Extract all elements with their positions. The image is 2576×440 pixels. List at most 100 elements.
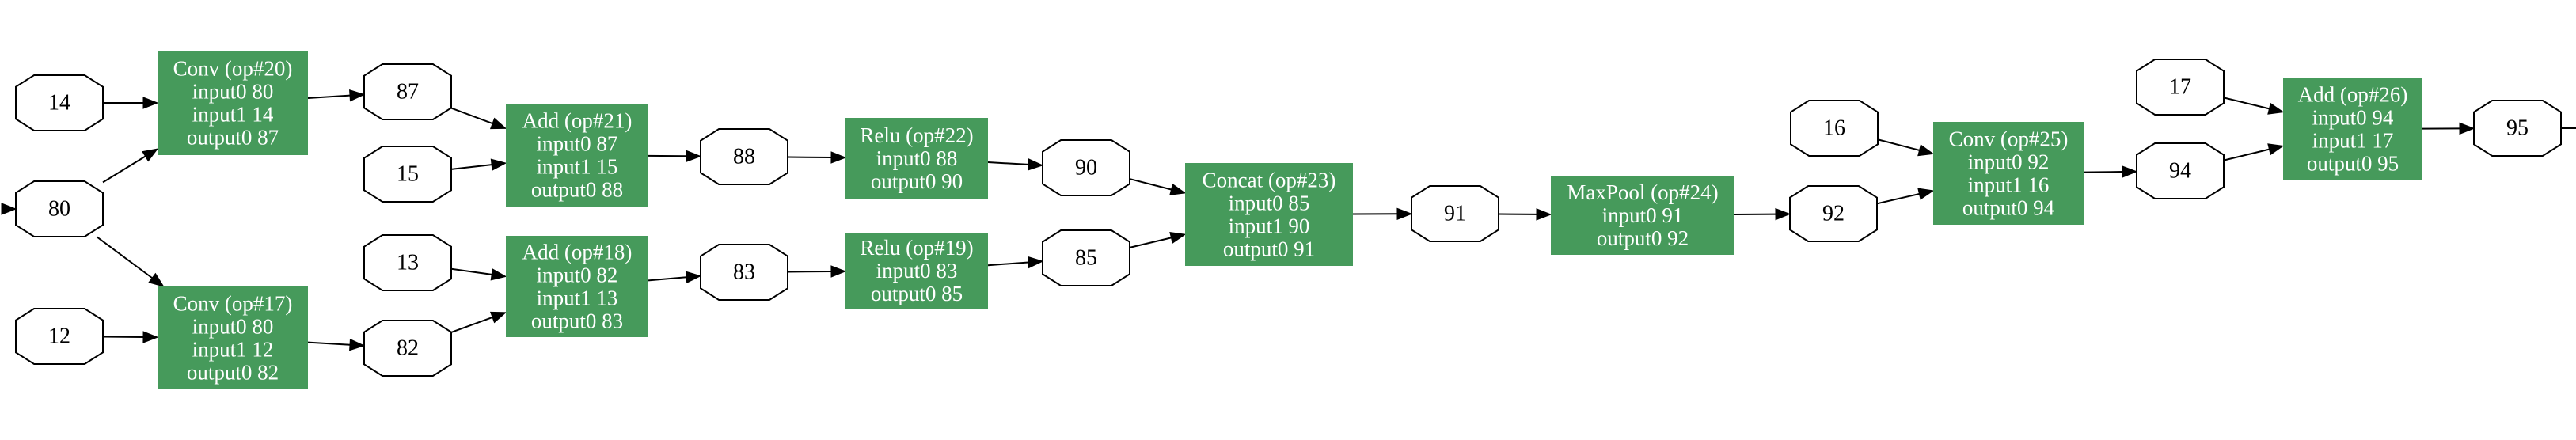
edge-t94-to-op26	[2223, 143, 2285, 161]
tensor-node-15[interactable]: 15	[363, 146, 452, 203]
edge-t92-to-op25	[1876, 188, 1935, 205]
edge-t82-to-op18	[450, 311, 507, 333]
tensor-node-80[interactable]: 80	[15, 180, 104, 237]
edge-op18-to-t83	[648, 271, 702, 283]
edge-line	[1129, 178, 1172, 191]
tensor-label: 13	[397, 251, 419, 275]
arrowhead	[349, 89, 366, 102]
op-port-label: output0 94	[1962, 196, 2055, 220]
op-port-label: output0 82	[187, 361, 279, 385]
op-port-label: input0 85	[1229, 192, 1310, 215]
tensor-node-87[interactable]: 87	[363, 63, 452, 120]
op-port-label: input0 80	[192, 80, 274, 104]
op-box	[506, 104, 648, 207]
tensor-label: 87	[397, 80, 419, 104]
tensor-octagon	[363, 146, 452, 203]
op-port-label: output0 95	[2307, 152, 2399, 176]
edge-line	[450, 164, 492, 170]
arrowhead	[142, 97, 159, 109]
arrowhead	[1169, 232, 1187, 245]
tensor-node-16[interactable]: 16	[1790, 100, 1879, 157]
op-title: Add (op#18)	[522, 241, 633, 264]
arrowhead	[1917, 144, 1935, 157]
tensor-node-12[interactable]: 12	[15, 308, 104, 365]
edge-line	[987, 161, 1029, 165]
tensor-node-85[interactable]: 85	[1042, 229, 1130, 286]
op-port-label: output0 85	[871, 282, 963, 305]
op-port-label: output0 90	[871, 169, 963, 193]
edge-op21-to-t88	[648, 150, 702, 163]
arrowhead	[2122, 165, 2138, 178]
tensor-label: 80	[48, 197, 70, 222]
tensor-octagon	[1789, 185, 1878, 242]
tensor-label: 91	[1444, 202, 1466, 226]
tensor-node-92[interactable]: 92	[1789, 185, 1878, 242]
tensor-node-82[interactable]: 82	[363, 320, 452, 377]
tensor-node-13[interactable]: 13	[363, 234, 452, 291]
arrowhead	[2267, 143, 2285, 156]
op-port-label: output0 92	[1597, 226, 1689, 250]
op-box	[1185, 163, 1353, 266]
op-port-label: output0 88	[531, 178, 623, 202]
edge-t88-to-op22	[787, 151, 847, 164]
op-port-label: input0 92	[1968, 150, 2050, 174]
op-box	[1933, 122, 2084, 225]
op-port-label: input0 87	[537, 132, 618, 156]
tensor-label: 17	[2169, 75, 2191, 100]
tensor-node-90[interactable]: 90	[1042, 139, 1130, 196]
tensor-octagon	[1042, 229, 1130, 286]
tensor-node-94[interactable]: 94	[2136, 142, 2225, 199]
op-port-label: input0 94	[2312, 106, 2394, 130]
arrowhead	[349, 338, 366, 351]
op-title: MaxPool (op#24)	[1567, 180, 1718, 204]
arrowhead	[142, 148, 159, 162]
op-title: Relu (op#22)	[860, 123, 973, 147]
tensor-label: 85	[1075, 246, 1097, 271]
op-title: Add (op#26)	[2298, 83, 2408, 107]
op-title: Add (op#21)	[522, 109, 633, 133]
tensor-label: 88	[733, 145, 755, 169]
edge-line	[1129, 237, 1172, 248]
edge-line	[96, 236, 153, 279]
edge-t16-to-op25	[1877, 138, 1935, 157]
tensor-node-14[interactable]: 14	[15, 74, 104, 131]
op-box	[845, 118, 988, 199]
arrowhead	[1, 203, 17, 215]
tensor-label: 95	[2506, 116, 2529, 141]
edge-op20-to-t87	[307, 89, 366, 102]
edge-op24-to-t92	[1734, 207, 1791, 221]
edge-t85-to-op23	[1129, 232, 1187, 248]
op-box	[2283, 78, 2422, 180]
edge-t90-to-op23	[1129, 178, 1187, 195]
tensor-node-91[interactable]: 91	[1411, 185, 1499, 242]
edge-t17-to-op26	[2223, 97, 2285, 115]
tensor-label: 14	[48, 91, 70, 116]
arrowhead	[148, 272, 165, 287]
op-port-label: input1 12	[192, 338, 274, 362]
tensor-node-95[interactable]: 95	[2473, 100, 2562, 157]
tensor-node-88[interactable]: 88	[700, 128, 788, 185]
op-port-label: input1 16	[1968, 173, 2050, 197]
tensor-node-83[interactable]: 83	[700, 244, 788, 301]
tensor-label: 16	[1823, 116, 1845, 141]
edge-line	[787, 156, 832, 159]
tensor-node-17[interactable]: 17	[2136, 59, 2225, 116]
op-port-label: output0 83	[531, 309, 623, 333]
op-title: Conv (op#20)	[173, 57, 293, 81]
edge-line	[987, 261, 1029, 267]
edge-t83-to-op19	[787, 265, 847, 278]
op-title: Relu (op#19)	[860, 236, 973, 260]
edge-line	[2083, 171, 2123, 173]
op-title: Conv (op#17)	[173, 292, 293, 316]
